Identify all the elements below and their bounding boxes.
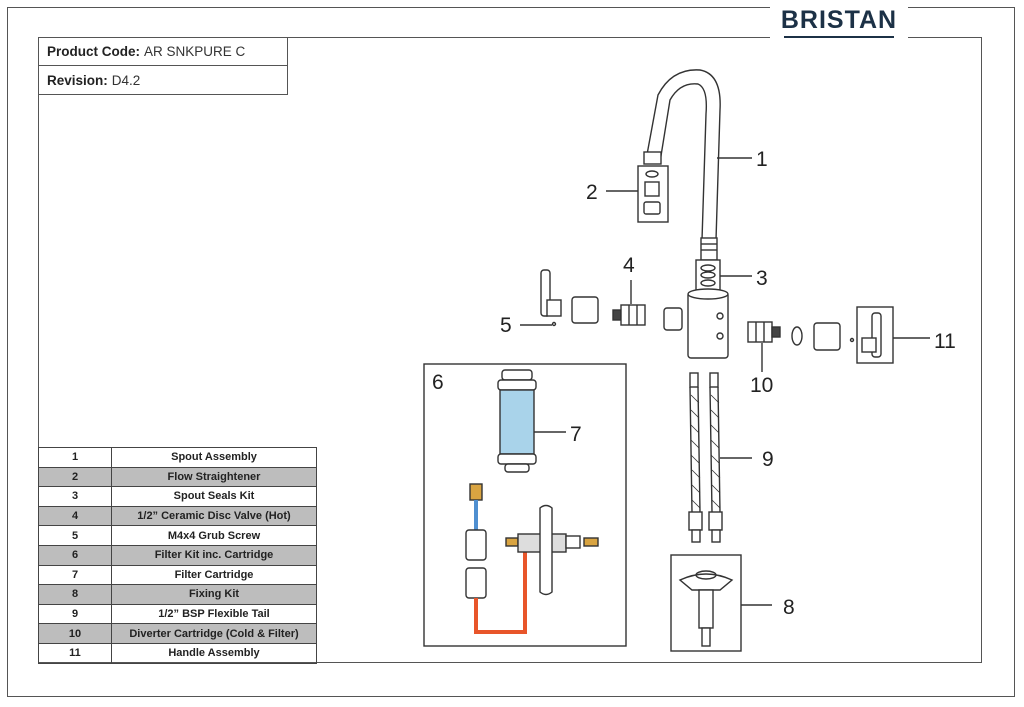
part-name: Diverter Cartridge (Cold & Filter) [111, 623, 317, 644]
flow-straightener [637, 165, 669, 223]
part-name: Filter Cartridge [111, 564, 317, 586]
callout-9: 9 [762, 448, 774, 471]
callout-10: 10 [750, 374, 773, 397]
ceramic-disc-valve [612, 304, 683, 331]
part-name: Flow Straightener [111, 466, 317, 488]
part-name: Filter Kit inc. Cartridge [111, 544, 317, 566]
revision-value: D4.2 [111, 72, 141, 88]
part-number: 8 [38, 584, 112, 605]
callout-1: 1 [756, 148, 768, 171]
brand-logo: BRISTAN [770, 0, 908, 40]
product-code-row: Product Code: AR SNKPURE C [38, 37, 288, 66]
part-number: 10 [38, 623, 112, 644]
part-name: Handle Assembly [111, 642, 317, 664]
part-number: 7 [38, 564, 112, 586]
revision-row: Revision: D4.2 [38, 66, 288, 95]
part-number: 9 [38, 603, 112, 625]
handle-left [540, 269, 599, 327]
title-block: Product Code: AR SNKPURE C Revision: D4.… [38, 37, 288, 95]
part-name: 1/2” BSP Flexible Tail [111, 603, 317, 625]
callout-8: 8 [783, 596, 795, 619]
part-number: 6 [38, 544, 112, 566]
handle-right [856, 306, 894, 364]
part-number: 2 [38, 466, 112, 488]
part-name: M4x4 Grub Screw [111, 525, 317, 546]
brand-logo-text: BRISTAN [780, 5, 898, 34]
filter-hoses [465, 483, 599, 634]
part-number: 3 [38, 486, 112, 507]
part-number: 11 [38, 642, 112, 664]
product-code-value: AR SNKPURE C [144, 44, 246, 59]
part-number: 5 [38, 525, 112, 546]
spout-assembly [643, 69, 721, 261]
revision-label: Revision: [47, 72, 108, 88]
part-name: 1/2” Ceramic Disc Valve (Hot) [111, 505, 317, 527]
filter-cartridge [497, 369, 537, 473]
diverter-cartridge [747, 321, 855, 351]
callout-11: 11 [934, 330, 956, 353]
part-name: Spout Seals Kit [111, 486, 317, 507]
spout-seals-kit [695, 259, 721, 291]
part-number: 1 [38, 447, 112, 468]
brand-underline [784, 36, 894, 38]
callout-2: 2 [586, 181, 598, 204]
flexible-tails [688, 372, 723, 543]
tap-body [687, 288, 729, 359]
callout-7: 7 [570, 423, 582, 446]
product-code-label: Product Code: [47, 44, 140, 59]
callout-6: 6 [432, 371, 444, 394]
outer-frame [7, 7, 1015, 697]
callout-3: 3 [756, 267, 768, 290]
fixing-kit [670, 554, 742, 652]
part-name: Spout Assembly [111, 447, 317, 468]
part-number: 4 [38, 505, 112, 527]
part-name: Fixing Kit [111, 584, 317, 605]
callout-4: 4 [623, 254, 635, 277]
callout-5: 5 [500, 314, 512, 337]
